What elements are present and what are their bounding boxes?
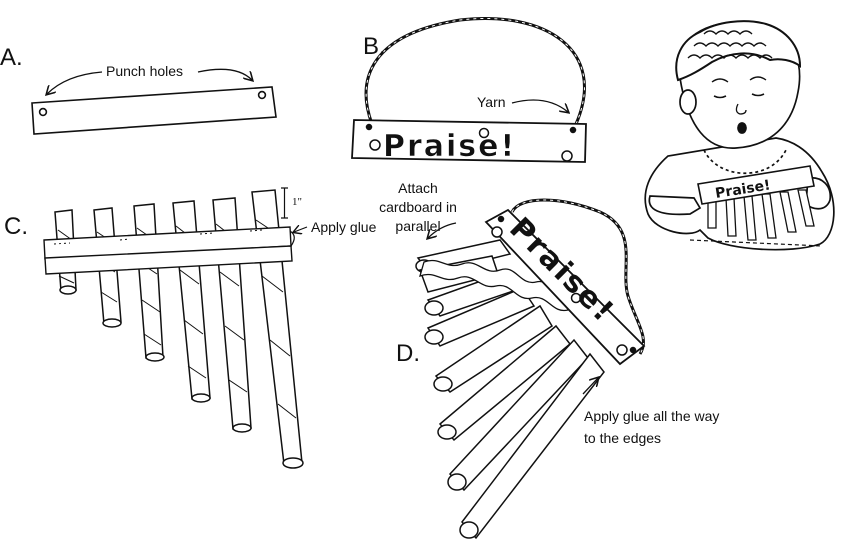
sign-board-d (484, 208, 646, 366)
sign-board-b (351, 119, 587, 163)
panel-b-sign (351, 17, 587, 163)
panel-c-pipes (43, 189, 304, 469)
sun-face-d2 (570, 292, 582, 304)
measure-bracket (281, 187, 288, 219)
eyebrows (711, 76, 767, 83)
sun-face-d1 (491, 226, 503, 238)
yarn-arrow (511, 99, 568, 112)
pipe (133, 203, 165, 362)
step-label-d: D. (396, 340, 420, 367)
cardboard-arrow (428, 222, 457, 238)
sign-text-b: Praise! (383, 129, 516, 164)
panel-d-instrument (415, 198, 646, 540)
child-figure (644, 20, 835, 251)
eyes (713, 93, 765, 99)
sun-face-right (561, 150, 573, 162)
yarn-loop (364, 17, 586, 125)
one-inch-label: 1" (292, 196, 302, 208)
step-label-c: C. (4, 213, 28, 240)
shirt-neck (703, 149, 787, 174)
glue-edges-arrow (582, 378, 598, 395)
sun-face-d3 (616, 344, 628, 356)
step-label-b: B. (363, 33, 386, 60)
punch-hole-right (257, 90, 267, 100)
curly-hair (675, 20, 802, 82)
cardboard-strip (31, 86, 277, 135)
glue-arrow (294, 227, 308, 232)
hand-left (648, 195, 702, 216)
punch-holes-label: Punch holes (106, 63, 184, 79)
sign-board-child (697, 165, 815, 205)
step-label-a: A. (0, 44, 23, 71)
apply-glue-edges-label: Apply glue all the way to the edges (584, 408, 720, 446)
apply-glue-label: Apply glue (311, 219, 377, 235)
yarn-label: Yarn (477, 94, 506, 110)
attach-cardboard-label: Attach cardboard in parallel (379, 180, 457, 234)
sun-face-left (369, 139, 381, 151)
cardboard-strip-lower (44, 245, 293, 275)
punch-hole-left (38, 107, 48, 117)
mini-pipes (707, 189, 815, 241)
nose (735, 103, 747, 115)
mouth (737, 122, 747, 134)
punch-holes-arrows (47, 68, 252, 94)
sun-face-top (478, 127, 490, 139)
ear (679, 89, 697, 115)
panel-a-strip (31, 86, 277, 135)
